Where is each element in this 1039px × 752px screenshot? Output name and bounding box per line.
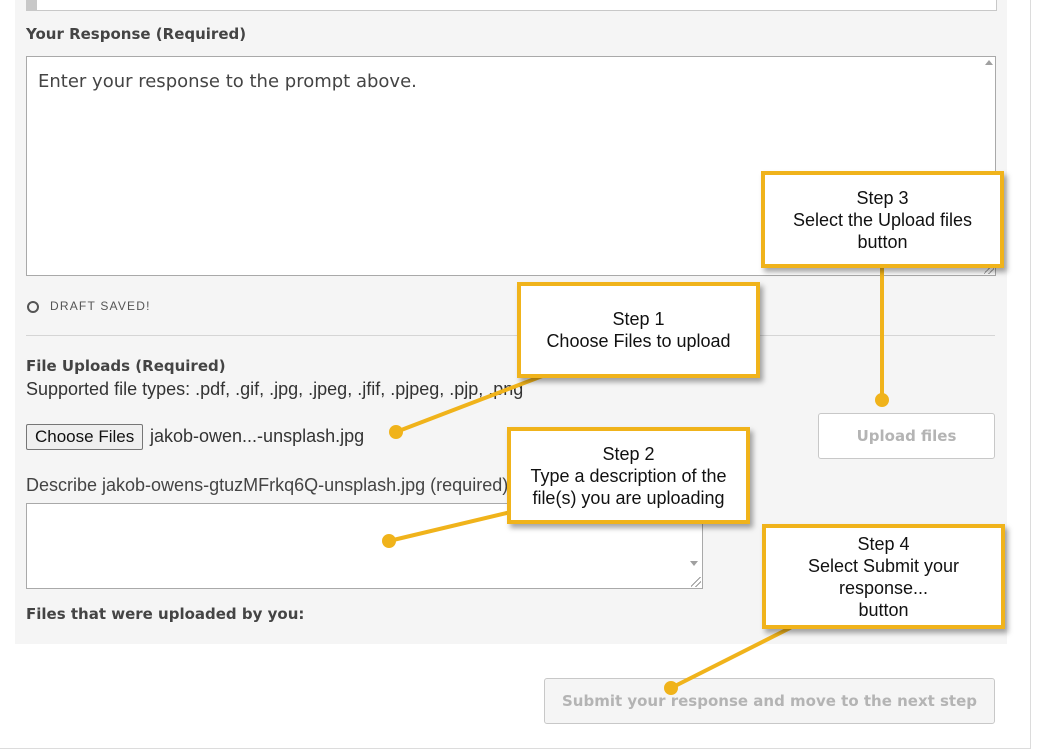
callout-step3-title: Step 3 — [856, 187, 909, 208]
scroll-up-arrow-icon[interactable] — [985, 60, 993, 65]
callout-step1: Step 1 Choose Files to upload — [517, 282, 760, 378]
callout-step3-line1: Select the Upload files — [792, 209, 973, 230]
prompt-box-bottom-edge — [26, 0, 997, 11]
callout-step2-line1: Type a description of the — [530, 465, 727, 486]
resize-grip-icon[interactable] — [984, 264, 994, 274]
step1-pointer-dot — [389, 425, 403, 439]
callout-step4-line1: Select Submit your — [807, 555, 960, 576]
callout-step4-line3: button — [858, 599, 909, 620]
callout-step2: Step 2 Type a description of the file(s)… — [507, 427, 750, 524]
file-uploads-label: File Uploads (Required) — [26, 357, 226, 375]
callout-step4-title: Step 4 — [857, 533, 910, 554]
upload-files-button[interactable]: Upload files — [818, 413, 995, 459]
step4-pointer-dot — [664, 681, 678, 695]
callout-step3: Step 3 Select the Upload files button — [761, 171, 1004, 268]
callout-step1-text: Choose Files to upload — [546, 331, 731, 351]
step2-pointer-dot — [382, 534, 396, 548]
step3-pointer-dot — [875, 393, 889, 407]
supported-file-types: Supported file types: .pdf, .gif, .jpg, … — [26, 379, 524, 399]
callout-step1-title: Step 1 — [612, 309, 665, 329]
response-label: Your Response (Required) — [26, 25, 247, 43]
response-placeholder: Enter your response to the prompt above. — [38, 71, 417, 92]
step4-pointer-line — [669, 626, 792, 690]
callout-step2-line2: file(s) you are uploading — [532, 487, 725, 508]
scroll-down-arrow-icon[interactable] — [690, 561, 698, 566]
callout-step4: Step 4 Select Submit your response... bu… — [762, 524, 1005, 629]
prompt-box-scrollbar — [27, 0, 37, 10]
uploaded-files-label: Files that were uploaded by you: — [26, 605, 305, 623]
choose-files-button[interactable]: Choose Files — [26, 424, 144, 450]
callout-step2-title: Step 2 — [602, 443, 655, 464]
section-divider — [26, 335, 995, 336]
step1-pointer-line — [394, 373, 547, 434]
draft-status: DRAFT SAVED! — [50, 299, 151, 313]
callout-step3-line2: button — [857, 231, 908, 252]
chosen-file-name: jakob-owen...-unsplash.jpg — [150, 426, 365, 446]
draft-status-icon — [27, 301, 39, 313]
resize-grip-icon[interactable] — [691, 577, 701, 587]
callout-step4-line2: response... — [838, 577, 929, 598]
submit-response-button[interactable]: Submit your response and move to the nex… — [544, 678, 995, 724]
describe-file-label: Describe jakob-owens-gtuzMFrkq6Q-unsplas… — [26, 475, 514, 495]
